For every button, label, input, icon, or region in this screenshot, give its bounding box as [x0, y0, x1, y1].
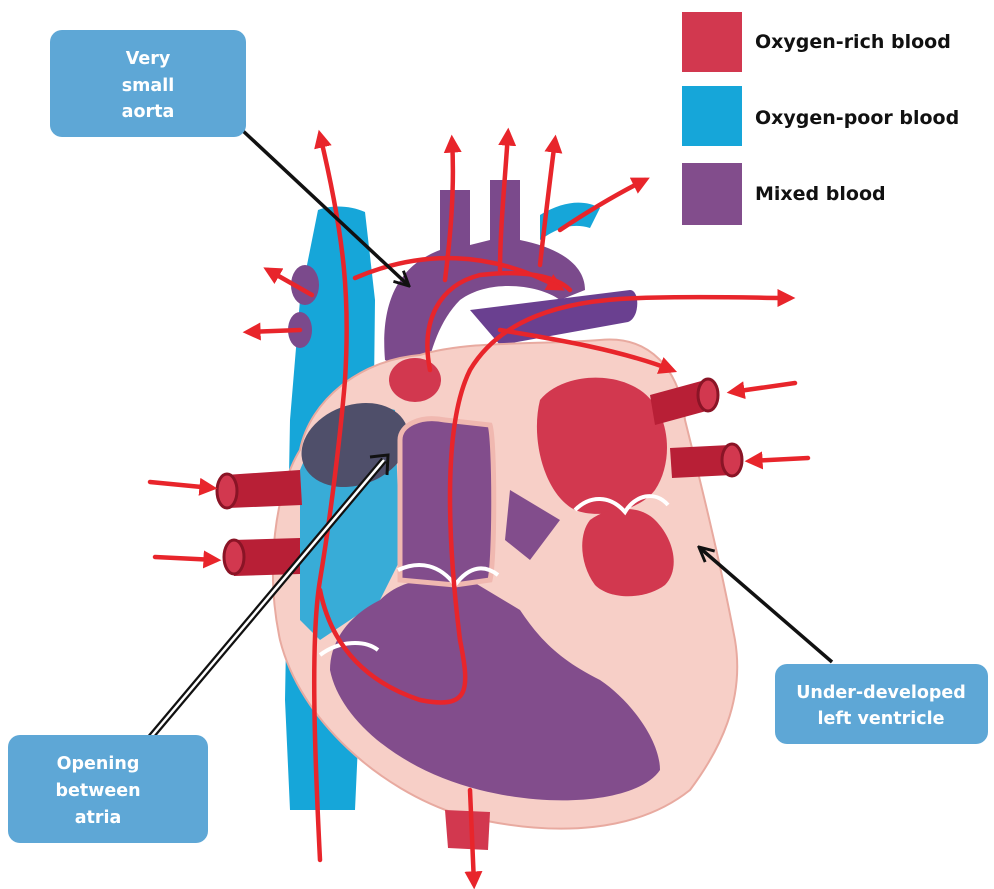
callout-atria-line-1: Opening — [57, 754, 140, 774]
descending-aorta — [445, 810, 490, 850]
callout-aorta-line-2: small — [122, 76, 174, 96]
legend-label-oxygen-poor: Oxygen-poor blood — [755, 107, 959, 129]
flow-arrow-out-left-2 — [248, 330, 300, 332]
callout-aorta-line-1: Very — [126, 49, 171, 69]
legend-swatch-oxygen-poor — [682, 86, 742, 146]
flow-arrow-in-right-2 — [750, 458, 808, 461]
pulmonary-column — [400, 419, 494, 585]
legend-label-mixed: Mixed blood — [755, 183, 886, 205]
callout-ventricle-box — [775, 664, 988, 744]
callout-aorta-line-3: aorta — [122, 102, 175, 122]
legend-swatch-oxygen-rich — [682, 12, 742, 72]
flow-arrow-in-left-1 — [150, 482, 212, 488]
legend: Oxygen-rich blood Oxygen-poor blood Mixe… — [682, 12, 959, 225]
flow-arrow-in-right-1 — [732, 383, 795, 392]
heart-illustration — [217, 180, 742, 850]
callout-ventricle: Under-developed left ventricle — [775, 664, 988, 744]
callout-atria-line-2: between — [55, 781, 140, 801]
callout-ventricle-line-2: left ventricle — [818, 709, 945, 729]
flow-arrow-in-left-2 — [155, 557, 216, 560]
legend-label-oxygen-rich: Oxygen-rich blood — [755, 31, 951, 53]
flow-arrow-arch-3 — [540, 140, 555, 265]
callout-atria-line-3: atria — [75, 808, 122, 828]
callout-atria: Opening between atria — [8, 735, 208, 843]
aorta-root — [389, 358, 441, 402]
callout-aorta: Very small aorta — [50, 30, 246, 137]
callout-ventricle-line-1: Under-developed — [796, 683, 966, 703]
legend-swatch-mixed — [682, 163, 742, 225]
